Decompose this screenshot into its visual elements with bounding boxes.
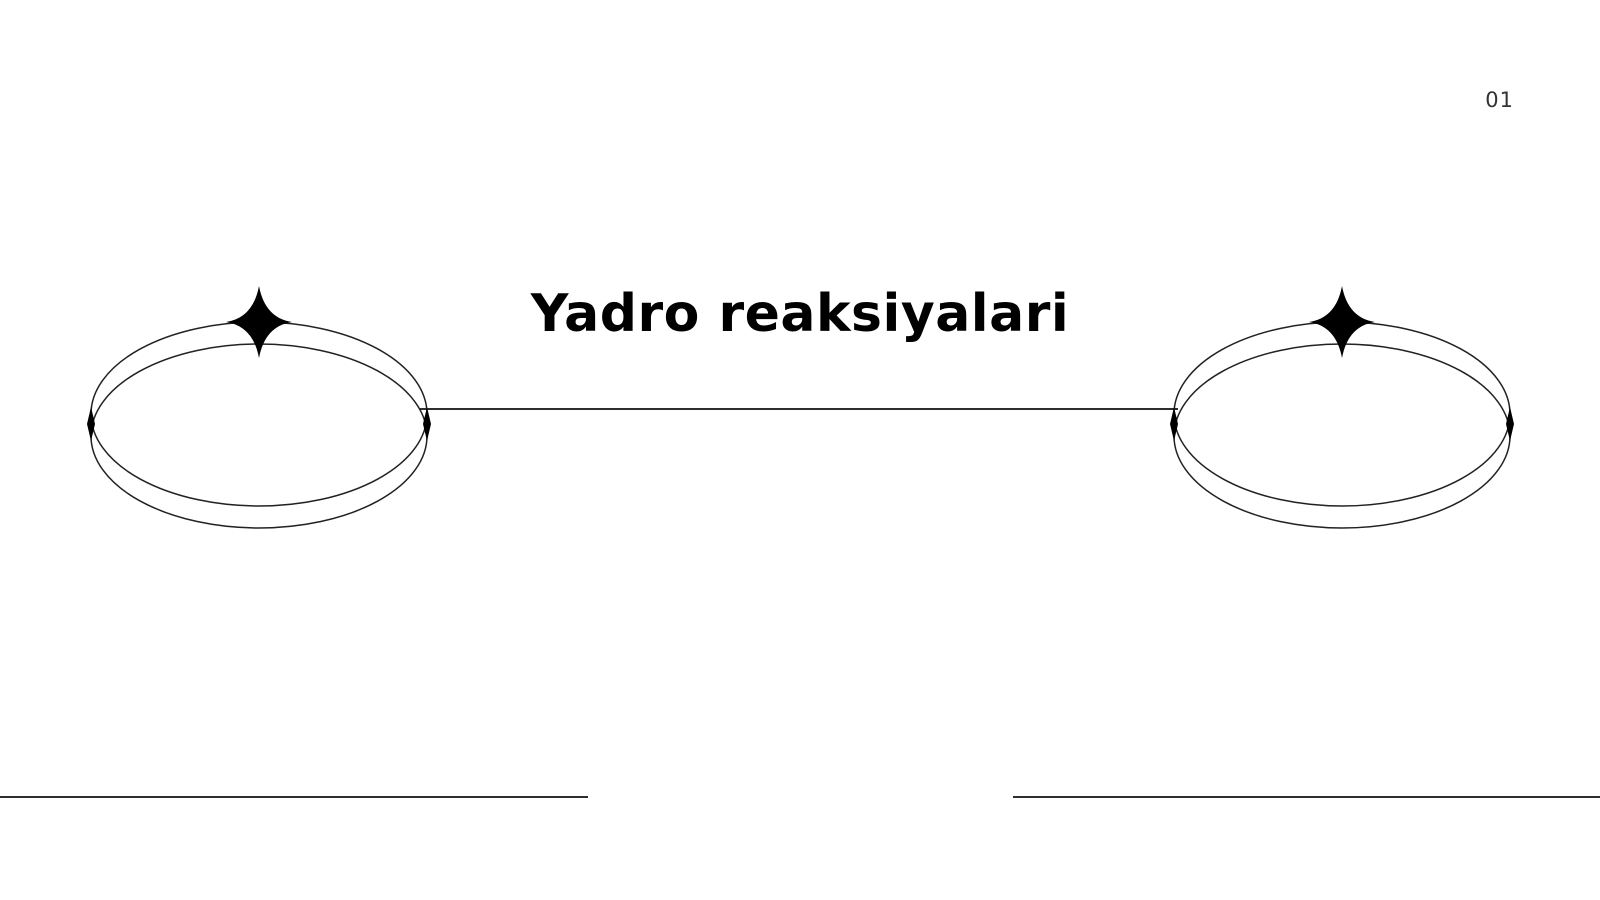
page-number: 01 (1485, 88, 1514, 112)
sparkle-ring-icon (1170, 286, 1514, 529)
slide-title: Yadro reaksiyalari (530, 284, 1070, 344)
sparkle-ring-icon (87, 286, 431, 529)
